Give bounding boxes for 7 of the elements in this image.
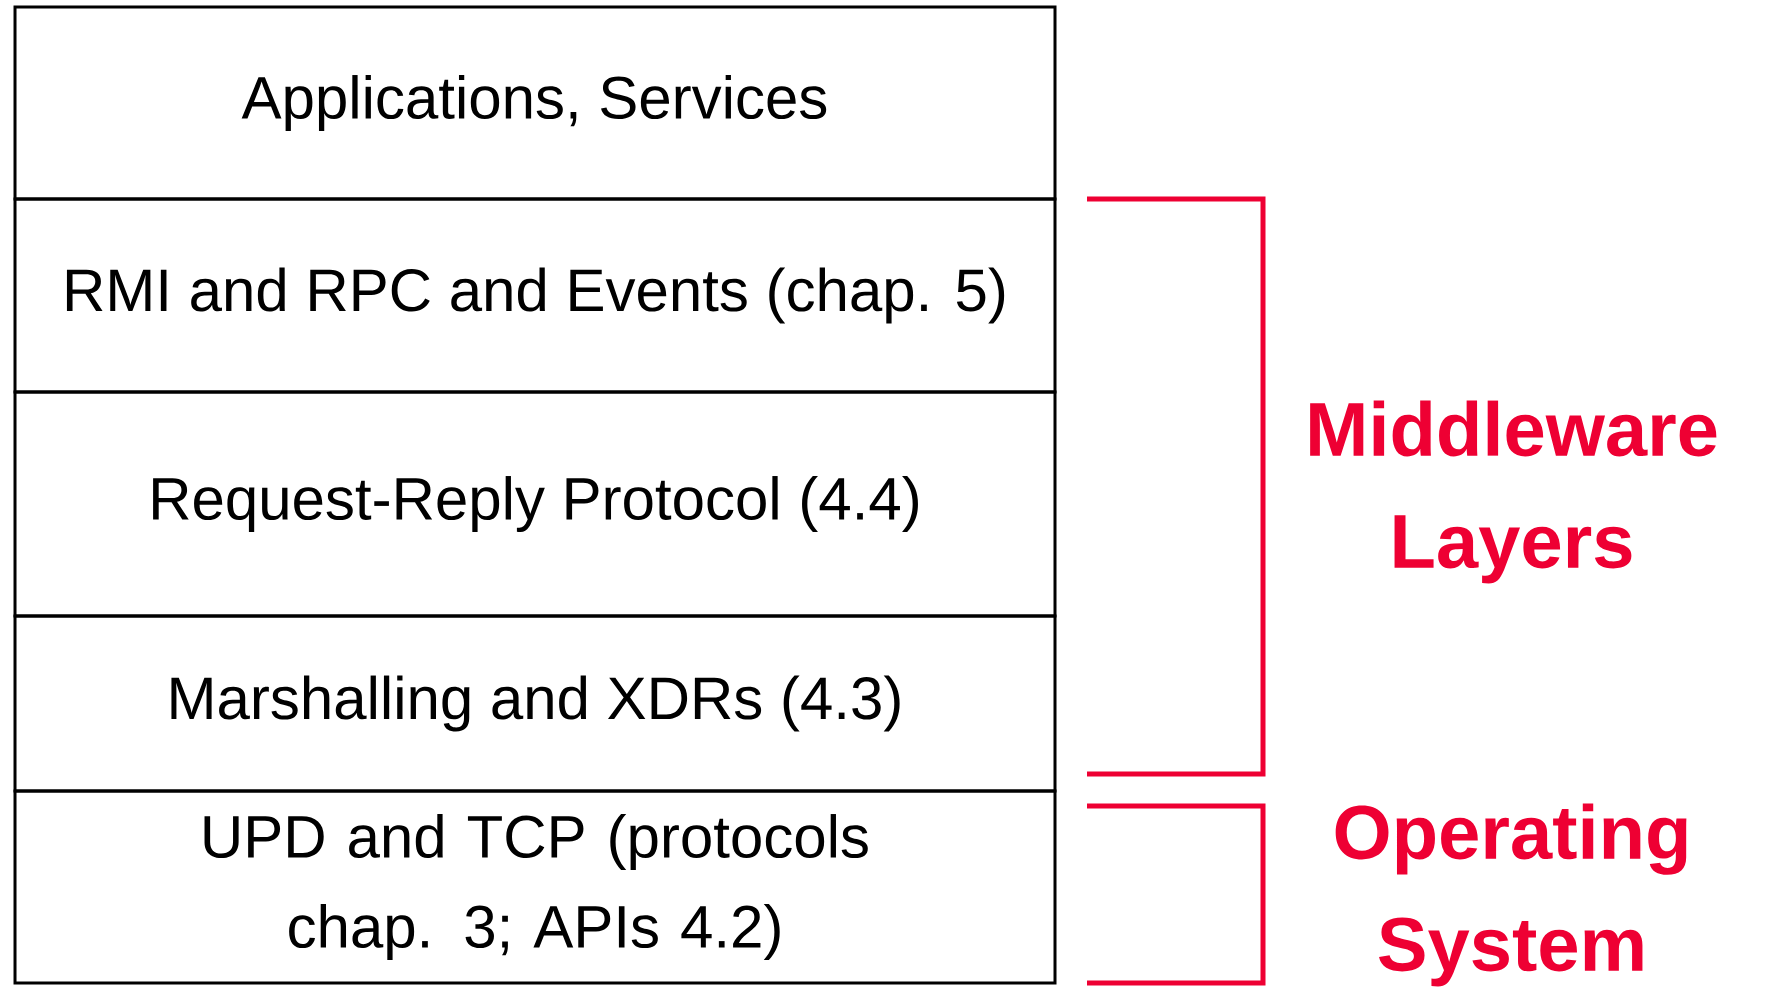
layer-box: UPD and TCP (protocols chap. 3; APIs 4.2) (13, 789, 1057, 985)
layer-box: Applications, Services (13, 5, 1057, 201)
bracket-label: Operating System (1335, 803, 1687, 987)
layer-box: RMI and RPC and Events (chap. 5) (13, 197, 1057, 394)
layer-box: Request-Reply Protocol (4.4) (13, 390, 1057, 618)
bracket-label: Middleware Layers (1310, 400, 1717, 584)
layer-box: Marshalling and XDRs (4.3) (13, 614, 1057, 793)
